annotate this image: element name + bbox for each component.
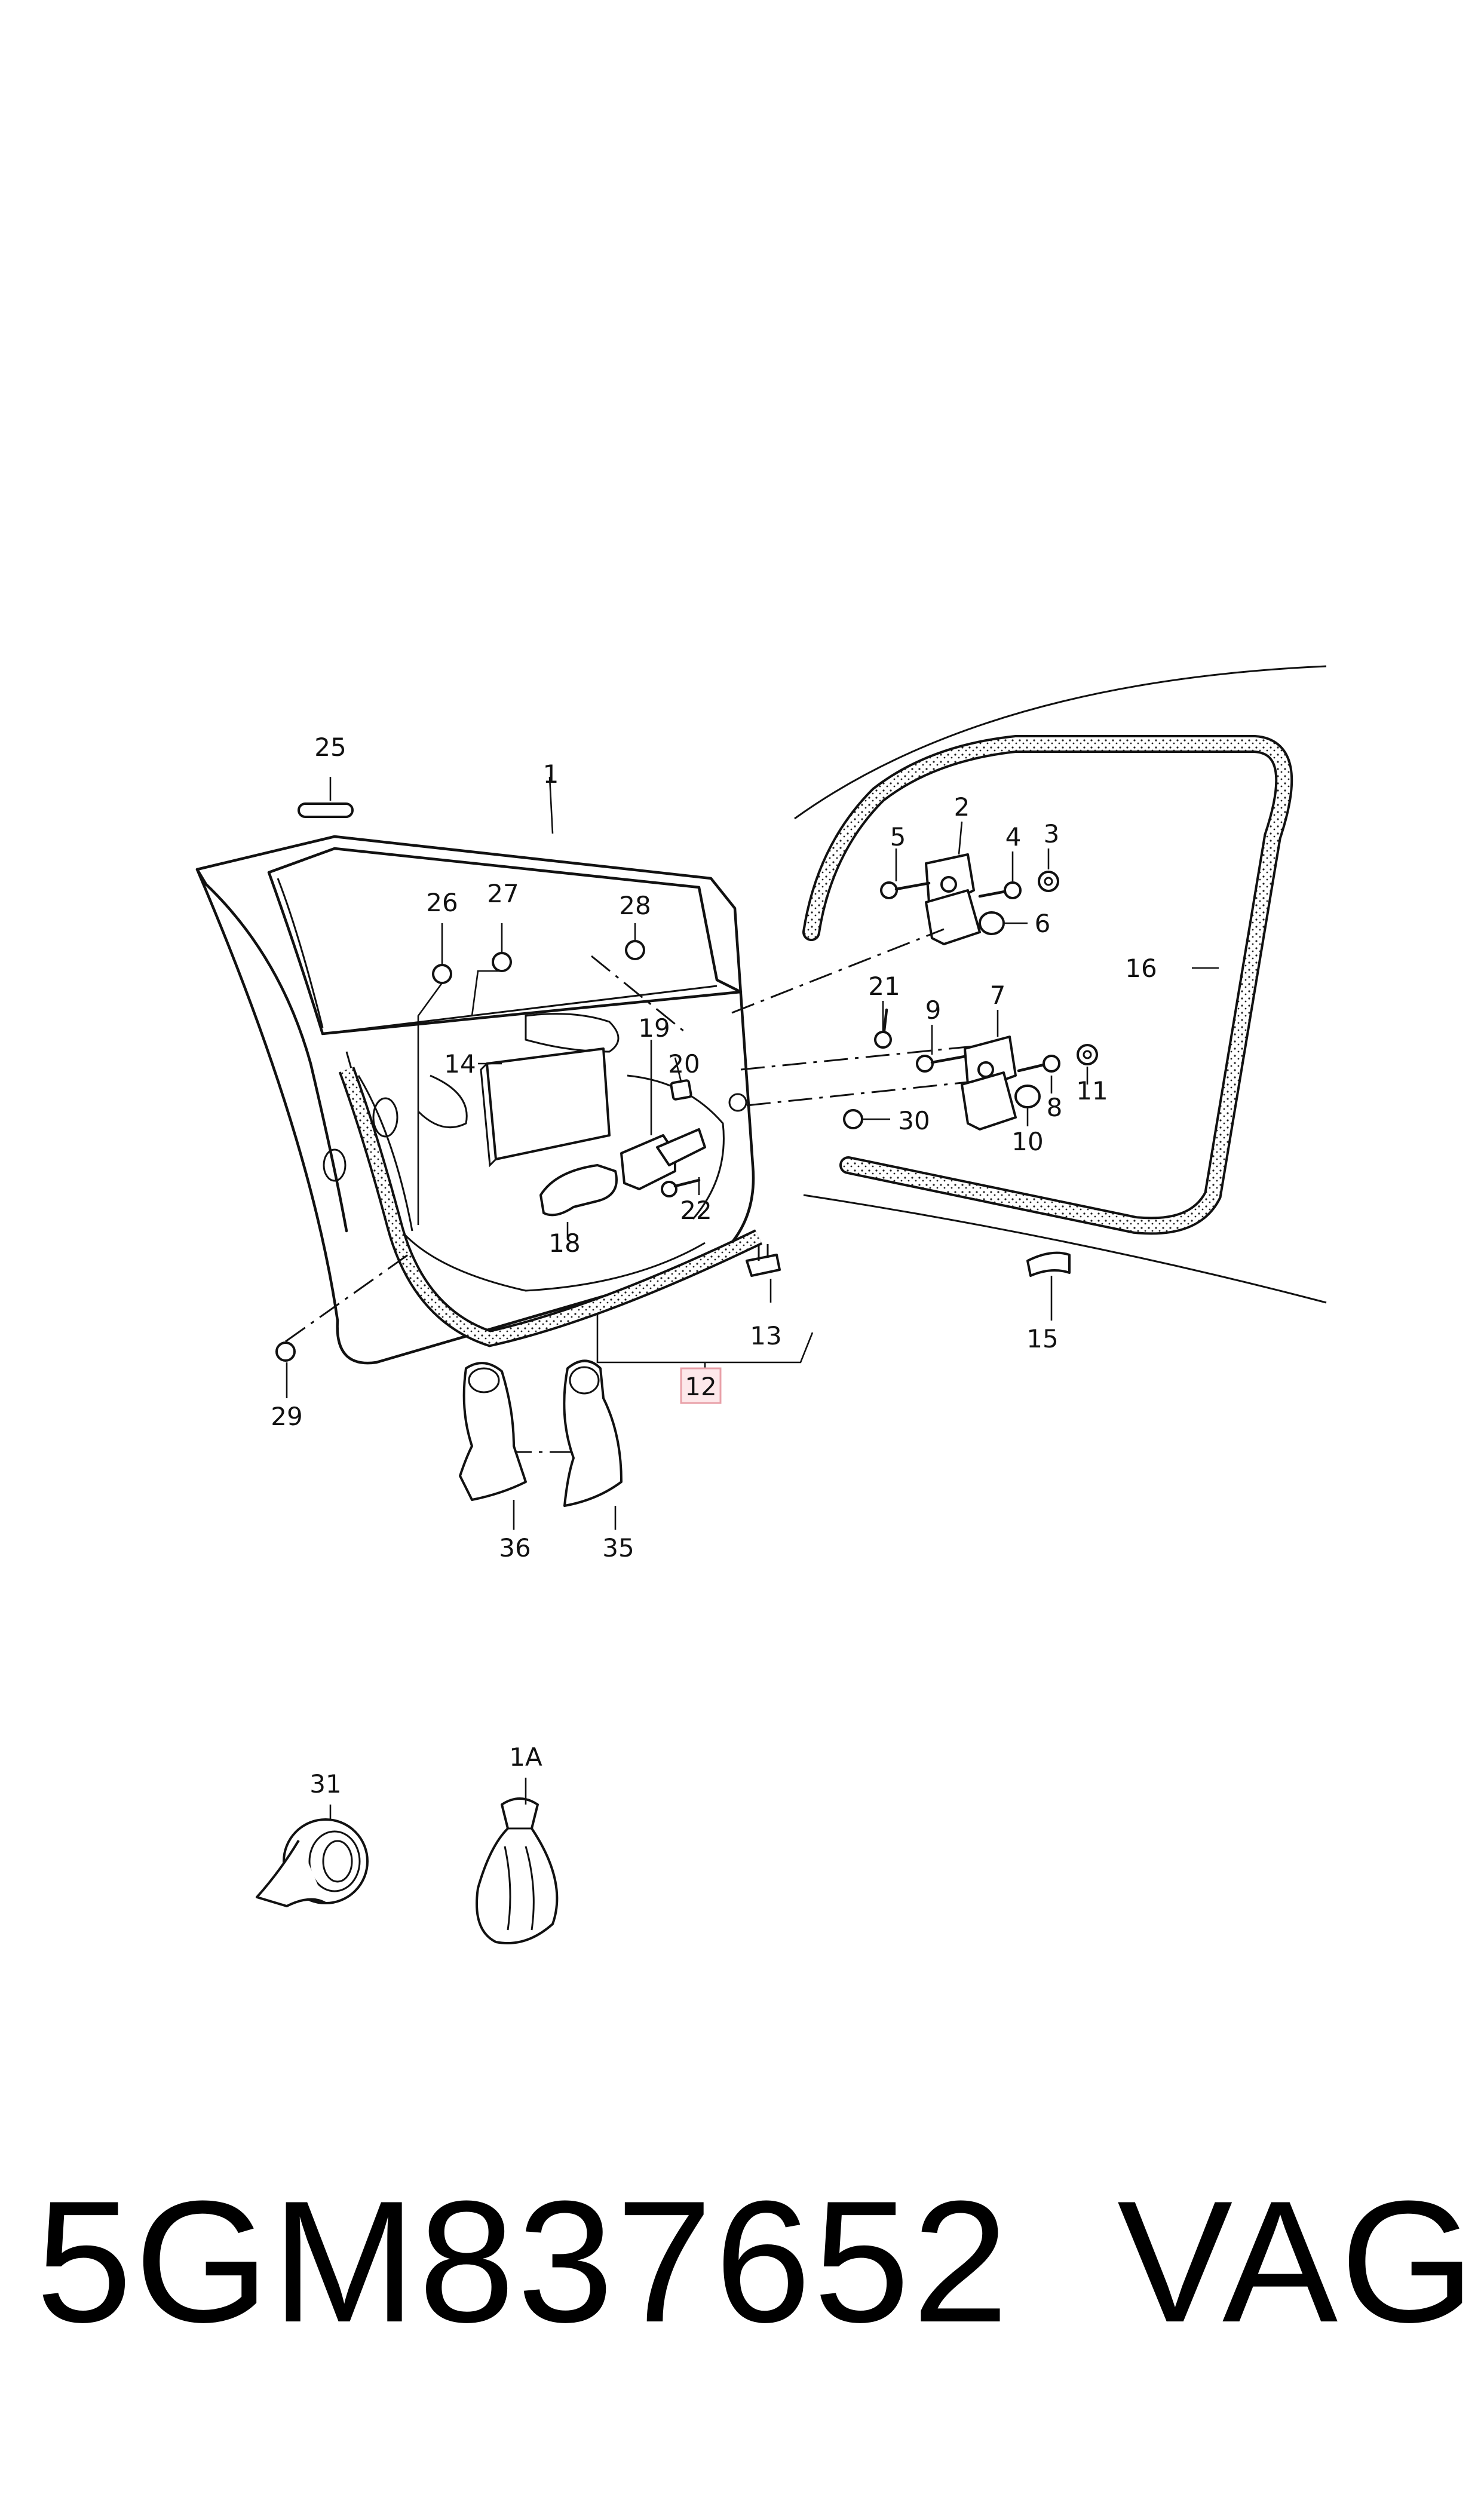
callout-2[interactable]: 2 — [954, 792, 970, 822]
callout-18[interactable]: 18 — [548, 1229, 580, 1258]
highlight-box-12 — [680, 1367, 722, 1404]
sound-pad — [480, 1047, 611, 1168]
callout-labels: 25 1 2 4 3 5 6 26 27 28 16 21 7 9 19 20 … — [271, 733, 1157, 1799]
cap-25 — [298, 802, 354, 818]
callout-19[interactable]: 19 — [638, 1013, 670, 1043]
clip-13 — [746, 1244, 781, 1277]
grommet-28 — [625, 940, 645, 960]
callout-3[interactable]: 3 — [1044, 819, 1060, 848]
nut-11 — [1077, 1044, 1098, 1065]
bolt-9 — [916, 1055, 967, 1073]
bolt-8 — [1017, 1055, 1060, 1073]
upper-hinge — [925, 853, 981, 945]
callout-9[interactable]: 9 — [925, 995, 942, 1025]
cover-36 — [459, 1362, 527, 1501]
body-seal-fill — [805, 737, 1291, 1233]
callout-12[interactable]: 12 — [685, 1372, 716, 1401]
body-roof-curve — [794, 665, 1327, 820]
body-sill-curve — [803, 1194, 1327, 1304]
callout-26[interactable]: 26 — [426, 888, 458, 917]
callout-28[interactable]: 28 — [619, 891, 651, 920]
cover-35 — [563, 1359, 623, 1507]
callout-11[interactable]: 11 — [1076, 1076, 1108, 1105]
lower-hinge — [961, 1036, 1017, 1131]
assembly-line-6 — [591, 955, 688, 1035]
clip-15 — [1026, 1251, 1071, 1277]
callout-21[interactable]: 21 — [868, 972, 900, 1001]
callout-15[interactable]: 15 — [1026, 1324, 1058, 1353]
grommet-29 — [275, 1341, 296, 1362]
callout-1a[interactable]: 1A — [509, 1742, 542, 1772]
assembly-line-4 — [285, 1251, 413, 1343]
callout-22[interactable]: 22 — [680, 1196, 712, 1225]
callout-27[interactable]: 27 — [487, 879, 519, 908]
part-number-caption: 5GM837652 — [36, 2165, 1011, 2358]
door-inner-seal-fill — [341, 1067, 762, 1345]
door-handle-part — [539, 1164, 618, 1217]
pouch — [476, 1797, 559, 1944]
callout-16[interactable]: 16 — [1125, 954, 1157, 983]
callout-7[interactable]: 7 — [990, 981, 1006, 1010]
lock-mechanism — [620, 1079, 706, 1190]
tape-roll — [256, 1818, 369, 1907]
callout-1[interactable]: 1 — [543, 759, 559, 789]
grommet-26 — [432, 964, 452, 984]
bolt-4 — [978, 881, 1022, 899]
callout-31[interactable]: 31 — [309, 1769, 341, 1799]
callout-29[interactable]: 29 — [271, 1402, 302, 1431]
callout-8[interactable]: 8 — [1047, 1093, 1063, 1122]
grommet-27 — [492, 952, 512, 972]
door-shell — [195, 835, 755, 1365]
nut-3 — [1038, 871, 1059, 892]
callout-10[interactable]: 10 — [1011, 1127, 1043, 1156]
cap-6 — [979, 911, 1005, 935]
callout-14[interactable]: 14 — [444, 1049, 476, 1079]
callout-13[interactable]: 13 — [750, 1321, 781, 1350]
callout-5[interactable]: 5 — [890, 822, 906, 851]
assembly-line-1 — [731, 928, 945, 1014]
callout-20[interactable]: 20 — [668, 1049, 700, 1079]
callout-6[interactable]: 6 — [1035, 909, 1051, 938]
callout-35[interactable]: 35 — [602, 1533, 634, 1563]
brand-caption: VAG — [1117, 2165, 1477, 2358]
bolt-21 — [874, 1008, 892, 1049]
assembly-line-3 — [746, 1080, 974, 1107]
cap-10 — [1014, 1085, 1041, 1108]
screw-22 — [661, 1178, 701, 1197]
callout-25[interactable]: 25 — [314, 733, 346, 762]
leader-lines — [286, 776, 1219, 1819]
bolt-5 — [880, 881, 931, 899]
grommet-30 — [843, 1109, 863, 1129]
callout-36[interactable]: 36 — [499, 1533, 531, 1563]
callout-4[interactable]: 4 — [1005, 822, 1022, 851]
callout-30[interactable]: 30 — [898, 1106, 930, 1135]
assembly-line-2 — [740, 1044, 980, 1071]
